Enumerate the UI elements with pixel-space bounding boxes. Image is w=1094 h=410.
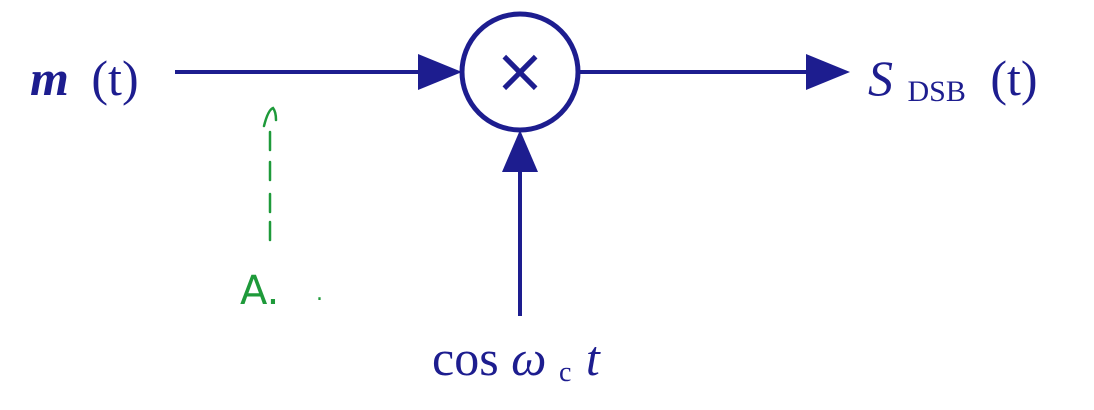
input-signal-label: m (t)	[30, 50, 139, 106]
multiplier-symbol: ×	[494, 34, 546, 107]
input-signal-arg: (t)	[91, 50, 138, 106]
output-signal-subscript: DSB	[908, 75, 966, 108]
carrier-arrow	[502, 130, 538, 316]
carrier-signal-omega: ω	[511, 330, 546, 386]
carrier-signal-suffix: t	[586, 330, 601, 386]
carrier-signal-label: cos ω c t	[432, 330, 601, 392]
annotation-text: A.	[240, 268, 279, 314]
output-signal-main: S	[868, 50, 893, 106]
multiplier-node: ×	[459, 11, 581, 133]
output-arrowhead	[806, 54, 850, 90]
input-arrow	[175, 54, 462, 90]
carrier-arrowhead	[502, 130, 538, 172]
input-signal-main: m	[30, 50, 69, 106]
annotation-trailing-mark: .	[316, 281, 323, 306]
annotation-arrow-tip	[262, 106, 278, 128]
carrier-signal-subscript: c	[559, 357, 571, 388]
output-signal-label: S DSB (t)	[868, 50, 1038, 112]
output-signal-arg: (t)	[990, 50, 1037, 106]
input-arrowhead	[418, 54, 462, 90]
output-arrow	[578, 54, 850, 90]
handwritten-annotation: A. .	[240, 106, 323, 314]
carrier-signal-prefix: cos	[432, 330, 499, 386]
